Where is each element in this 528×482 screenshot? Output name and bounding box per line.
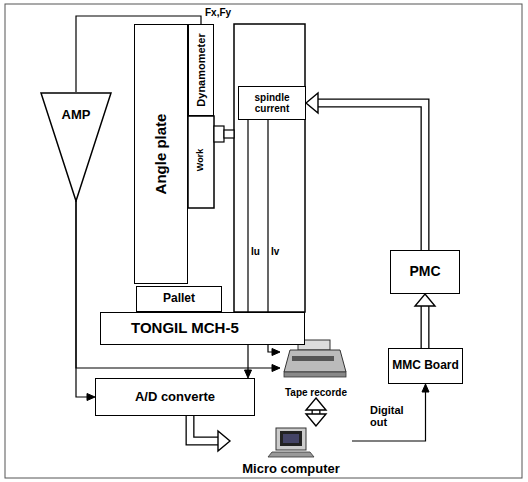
- signal-name: Fx,Fy: [205, 7, 231, 18]
- tape-recorder: Tape recorde: [280, 336, 352, 398]
- signal-name: Iu: [251, 246, 260, 257]
- spindle-tool: [224, 130, 234, 138]
- arrow-head: [245, 370, 252, 378]
- node-label: Micro computer: [242, 462, 340, 476]
- block-arrow: [190, 416, 230, 451]
- arrow-head: [306, 93, 318, 113]
- angle-plate-box: Angle plate: [134, 24, 188, 284]
- node-label: Dynamometer: [195, 33, 207, 106]
- node-label: AMP: [62, 108, 91, 122]
- arrow-head: [422, 384, 429, 392]
- dynamometer-box: Dynamometer: [188, 24, 214, 116]
- edge-label: Digital out: [370, 404, 414, 428]
- signal-line: [76, 200, 95, 401]
- spindle-tool: [214, 126, 224, 142]
- micro-computer: Micro computer: [230, 426, 352, 476]
- arrow-head: [415, 294, 435, 306]
- tape-recorder-icon: [284, 340, 346, 377]
- arrow-body: [190, 416, 219, 441]
- node-label: Pallet: [163, 292, 195, 305]
- machine-base-box: TONGIL MCH-5: [100, 312, 305, 345]
- converter-box: A/D converte: [95, 378, 255, 416]
- arrow-body: [422, 305, 428, 348]
- mmc-board-box: MMC Board: [388, 348, 463, 384]
- spindle-current-box: spindle current: [238, 86, 306, 120]
- outer-frame: [5, 4, 522, 478]
- node-label: MMC Board: [392, 359, 459, 372]
- arrow-head: [306, 414, 326, 426]
- part-name: Work: [196, 149, 206, 171]
- block-arrow: [306, 398, 326, 426]
- arrow-head: [87, 394, 95, 401]
- dynamometer-lower: [188, 116, 214, 208]
- arrow-body: [421, 305, 430, 348]
- arrow-head: [272, 349, 280, 356]
- node-label: A/D converte: [135, 390, 215, 404]
- node-label: TONGIL MCH-5: [131, 320, 239, 337]
- arrow-head: [272, 365, 280, 372]
- arrow-head: [218, 431, 230, 451]
- node-label: Tape recorde: [285, 387, 347, 398]
- wire: [352, 391, 426, 441]
- signal-name: Iv: [271, 246, 279, 257]
- signal-line: [352, 384, 429, 441]
- node-label: PMC: [409, 264, 440, 279]
- spindle-column: [234, 24, 305, 312]
- block-arrow: [306, 93, 425, 250]
- arrow-body: [190, 416, 219, 441]
- node-label: spindle current: [239, 92, 305, 114]
- amplifier-triangle: AMP: [40, 92, 112, 202]
- node-label: Angle plate: [153, 114, 170, 195]
- arrow-body: [317, 103, 425, 250]
- arrow-body: [317, 103, 425, 250]
- block-arrow: [415, 294, 435, 348]
- pmc-box: PMC: [390, 250, 460, 294]
- pallet-box: Pallet: [136, 286, 222, 312]
- computer-icon: [268, 428, 314, 457]
- arrow-head: [306, 398, 326, 410]
